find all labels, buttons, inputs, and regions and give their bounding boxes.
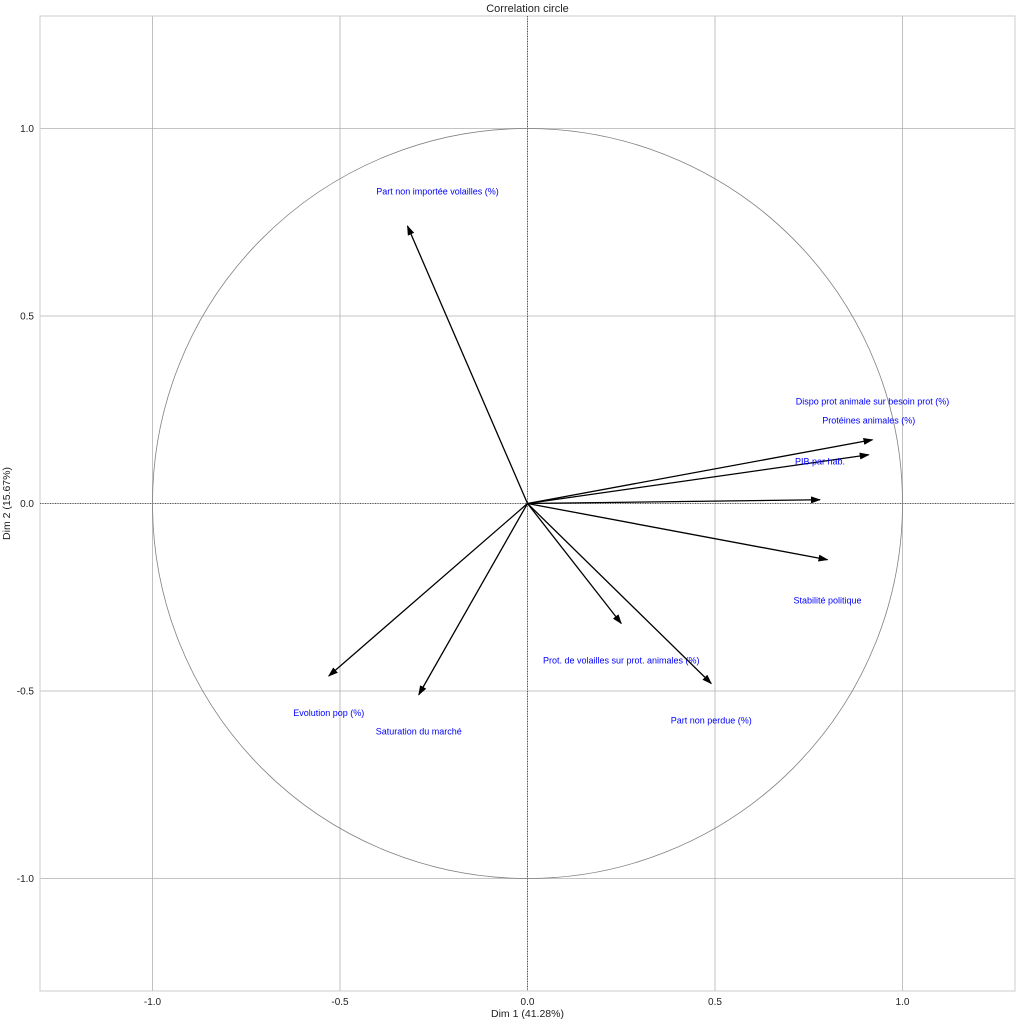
vector-arrow: [527, 496, 821, 505]
vector-arrow: [527, 452, 870, 505]
vector-arrow: [526, 503, 622, 625]
vector-arrow: [527, 502, 829, 562]
vector-arrow: [406, 225, 529, 504]
x-tick-label: 1.0: [896, 997, 910, 1008]
vector-arrow: [327, 503, 528, 677]
x-tick-label: 0.0: [521, 997, 535, 1008]
vector-label: Part non perdue (%): [671, 715, 752, 725]
unit-circle: [152, 128, 903, 879]
vector-label: PIB par hab.: [795, 457, 845, 467]
vector-label: Dispo prot animale sur besoin prot (%): [796, 397, 950, 407]
vector-arrow: [418, 503, 529, 696]
vector-label: Part non importée volailles (%): [376, 187, 499, 197]
vector-label: Stabilité politique: [793, 595, 861, 605]
y-axis-label: Dim 2 (15.67%): [1, 467, 13, 540]
vector-arrow: [527, 503, 712, 685]
y-tick-label: 1.0: [20, 124, 34, 135]
vector-label: Prot. de volailles sur prot. animales (%…: [543, 655, 700, 665]
chart-title: Correlation circle: [486, 3, 569, 15]
x-tick-label: -0.5: [331, 997, 349, 1008]
x-axis-label: Dim 1 (41.28%): [491, 1008, 564, 1020]
vector-label: Saturation du marché: [376, 727, 462, 737]
x-tick-label: -1.0: [144, 997, 162, 1008]
vector-label: Protéines animales (%): [822, 415, 915, 425]
vector-label: Evolution pop (%): [293, 708, 364, 718]
y-tick-label: -1.0: [17, 874, 35, 885]
y-tick-label: 0.0: [20, 499, 34, 510]
x-tick-label: 0.5: [708, 997, 722, 1008]
vector-arrow: [527, 437, 874, 505]
y-tick-label: 0.5: [20, 312, 34, 323]
y-tick-label: -0.5: [17, 687, 35, 698]
